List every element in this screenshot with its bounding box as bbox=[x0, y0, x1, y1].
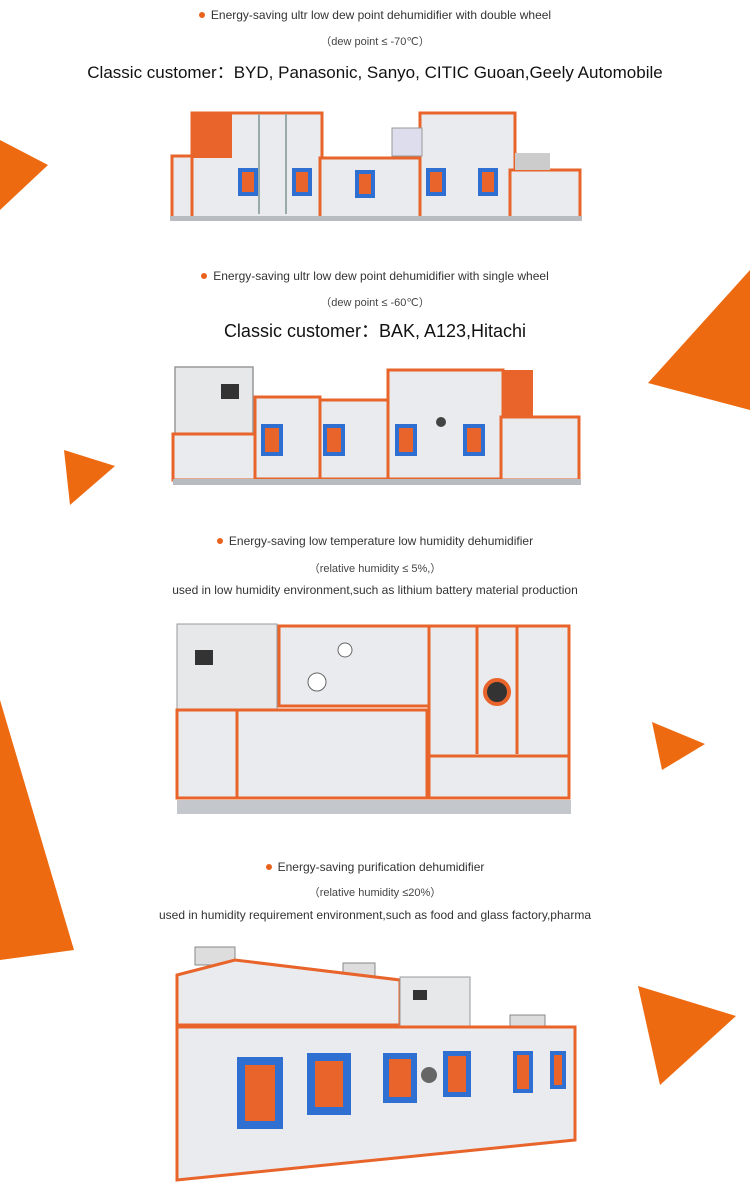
section3-spec: （relative humidity ≤ 5%,） bbox=[308, 563, 442, 575]
section4-spec: （relative humidity ≤20%） bbox=[308, 887, 442, 899]
section4-title: Energy-saving purification dehumidifier bbox=[0, 860, 750, 874]
bullet-dot-icon bbox=[198, 11, 205, 18]
section3-usage: used in low humidity environment,such as… bbox=[172, 583, 578, 597]
section1-spec: （dew point ≤ -70℃） bbox=[320, 36, 430, 48]
section2-customers: Classic customer：BAK, A123,Hitachi bbox=[223, 321, 527, 341]
machine-image-single-wheel bbox=[171, 366, 581, 485]
section1-customers: Classic customer：BYD, Panasonic, Sanyo, … bbox=[87, 63, 663, 82]
machine-image-double-wheel bbox=[170, 111, 582, 221]
section4-usage: used in humidity requirement environment… bbox=[158, 908, 591, 922]
bullet-dot-icon bbox=[201, 272, 208, 279]
bullet-dot-icon bbox=[265, 863, 272, 870]
section3-title: Energy-saving low temperature low humidi… bbox=[0, 534, 750, 548]
section1-title: Energy-saving ultr low dew point dehumid… bbox=[0, 8, 750, 22]
section2-spec: （dew point ≤ -60℃） bbox=[320, 297, 430, 309]
machine-image-purification bbox=[175, 946, 577, 1182]
section2-title: Energy-saving ultr low dew point dehumid… bbox=[0, 269, 750, 283]
machine-image-low-humidity bbox=[175, 623, 571, 814]
bullet-dot-icon bbox=[216, 537, 223, 544]
